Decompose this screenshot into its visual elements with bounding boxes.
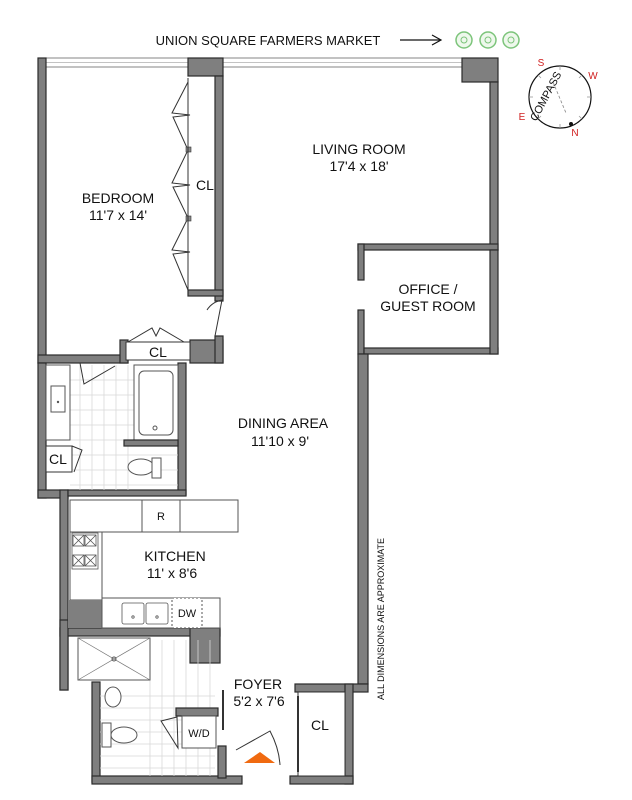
refrigerator <box>141 499 181 533</box>
living-room-name: LIVING ROOM <box>312 141 405 157</box>
hall-closet-label: CL <box>149 344 167 360</box>
bedroom-name: BEDROOM <box>82 190 154 206</box>
living-room: LIVING ROOM 17'4 x 18' <box>312 141 405 174</box>
compass-west: W <box>588 71 598 82</box>
foyer-closet-label: CL <box>311 717 329 733</box>
compass-south: S <box>538 58 545 69</box>
entry-marker-icon <box>244 752 275 763</box>
hall-closet: CL <box>125 327 191 361</box>
stove-icon <box>71 532 99 570</box>
sink-icon <box>50 385 66 413</box>
entry-door[interactable] <box>235 730 281 766</box>
bath-closet-label: CL <box>49 451 67 467</box>
compass-needle <box>569 122 573 126</box>
bedroom-door[interactable] <box>206 299 223 337</box>
bathroom-1 <box>45 362 179 490</box>
compass: COMPASS S W E N <box>519 58 599 139</box>
bedroom-closet: CL <box>171 78 224 297</box>
dishwasher <box>171 597 203 629</box>
bath-closet: CL <box>45 445 83 473</box>
refrigerator-label: R <box>157 511 165 523</box>
living-room-dims: 17'4 x 18' <box>329 158 388 174</box>
tree-icon <box>479 31 497 49</box>
bedroom-dims: 11'7 x 14' <box>89 207 147 223</box>
toilet-icon <box>127 458 155 476</box>
dining-area: DINING AREA 11'10 x 9' <box>238 415 329 449</box>
tree-icon <box>455 31 473 49</box>
washer-dryer <box>181 715 217 749</box>
foyer-name: FOYER <box>234 676 282 692</box>
foyer-closet: CL <box>297 691 346 777</box>
office-guest-room: OFFICE / GUEST ROOM <box>380 281 475 314</box>
washer-dryer-label: W/D <box>188 728 209 740</box>
dining-name: DINING AREA <box>238 415 329 431</box>
toilet-icon <box>110 726 138 744</box>
bathtub-icon <box>138 370 174 436</box>
bathroom-2: W/D <box>77 637 219 776</box>
laundry-door[interactable] <box>160 716 179 750</box>
office-name-line1: OFFICE / <box>398 281 457 297</box>
kitchen-dims: 11' x 8'6 <box>147 565 197 581</box>
foyer-dims: 5'2 x 7'6 <box>233 693 284 709</box>
foyer: FOYER 5'2 x 7'6 <box>217 676 285 779</box>
dining-dims: 11'10 x 9' <box>251 433 309 449</box>
tree-icon <box>502 31 520 49</box>
dishwasher-label: DW <box>178 608 197 620</box>
compass-north: N <box>571 128 578 139</box>
bedroom: BEDROOM 11'7 x 14' <box>82 190 154 223</box>
bedroom-closet-label: CL <box>196 177 214 193</box>
office-name-line2: GUEST ROOM <box>380 298 475 314</box>
kitchen-name: KITCHEN <box>144 548 205 564</box>
compass-east: E <box>519 112 526 123</box>
arrow-right-icon <box>400 34 443 46</box>
window-wall <box>37 57 499 68</box>
kitchen: R DW KITCHEN 11' x 8'6 <box>68 499 239 629</box>
landmark-label: UNION SQUARE FARMERS MARKET <box>156 33 381 48</box>
double-sink-icon <box>121 602 169 625</box>
dimensions-disclaimer: ALL DIMENSIONS ARE APPROXIMATE <box>376 538 386 700</box>
sink-icon <box>104 686 122 708</box>
